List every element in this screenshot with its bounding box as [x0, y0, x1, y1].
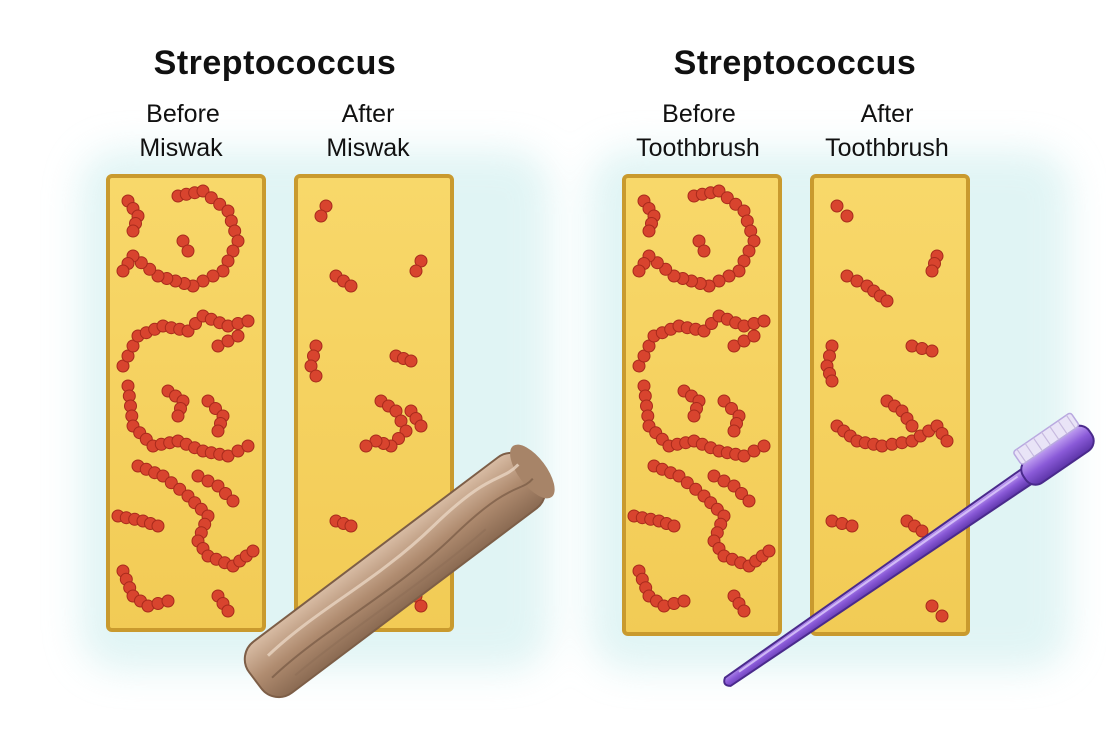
- bacterium: [926, 345, 938, 357]
- slide-caption-line1: After: [342, 100, 395, 128]
- bacterium: [668, 520, 680, 532]
- bacterium: [728, 425, 740, 437]
- bacterium: [410, 265, 422, 277]
- bacterium: [936, 610, 948, 622]
- slide-caption-line1: Before: [662, 100, 736, 128]
- bacterium: [906, 420, 918, 432]
- bacterium: [763, 545, 775, 557]
- bacterium: [212, 425, 224, 437]
- bacterium: [698, 245, 710, 257]
- bacterium: [247, 545, 259, 557]
- bacterium: [152, 520, 164, 532]
- bacterium: [222, 605, 234, 617]
- slide-caption-line2: Toothbrush: [636, 134, 760, 162]
- bacterium: [758, 440, 770, 452]
- bacterium: [926, 265, 938, 277]
- bacterium: [881, 295, 893, 307]
- bacterium: [758, 315, 770, 327]
- bacterium: [643, 225, 655, 237]
- bacterium: [227, 495, 239, 507]
- bacterium: [162, 595, 174, 607]
- bacterium: [941, 435, 953, 447]
- bacterium: [748, 330, 760, 342]
- bacterium: [232, 330, 244, 342]
- bacterium: [415, 420, 427, 432]
- panel-title: Streptococcus: [154, 44, 397, 82]
- bacterium: [846, 520, 858, 532]
- bacterium: [172, 410, 184, 422]
- bacterium: [315, 210, 327, 222]
- bacterium: [345, 280, 357, 292]
- bacterium: [743, 495, 755, 507]
- bacterium: [738, 605, 750, 617]
- slide-caption-line2: Miswak: [139, 134, 223, 162]
- slide-caption-line1: After: [861, 100, 914, 128]
- bacterium: [633, 265, 645, 277]
- bacterium: [242, 440, 254, 452]
- bacterium: [360, 440, 372, 452]
- bacterium: [678, 595, 690, 607]
- bacterium: [310, 370, 322, 382]
- bacterium: [415, 600, 427, 612]
- slide-caption-line2: Toothbrush: [825, 134, 949, 162]
- bacterium: [405, 355, 417, 367]
- bacterium: [242, 315, 254, 327]
- bacterium: [688, 410, 700, 422]
- bacterium: [826, 375, 838, 387]
- panel-title: Streptococcus: [674, 44, 917, 82]
- bacterium: [182, 245, 194, 257]
- bacterium: [345, 520, 357, 532]
- bacterium: [841, 210, 853, 222]
- bacterium: [117, 265, 129, 277]
- slide-caption-line1: Before: [146, 100, 220, 128]
- bacterium: [127, 225, 139, 237]
- slide-caption-line2: Miswak: [326, 134, 410, 162]
- bacterium: [831, 200, 843, 212]
- bacterium: [926, 600, 938, 612]
